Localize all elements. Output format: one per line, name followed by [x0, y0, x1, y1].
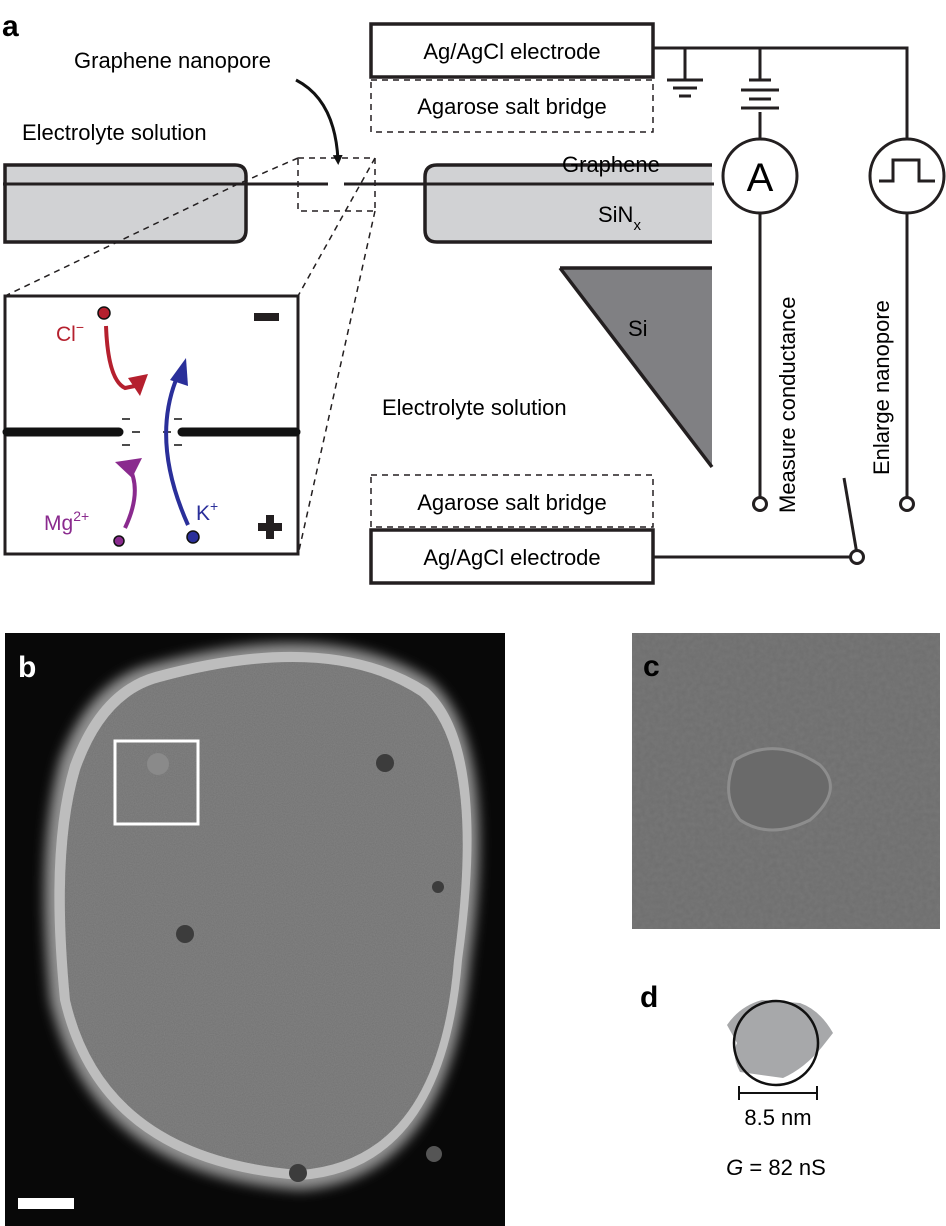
label-top-salt-bridge: Agarose salt bridge [417, 94, 607, 119]
label-chloride: Cl− [56, 319, 84, 346]
bottom-salt-bridge-box [370, 474, 654, 528]
panel-b: b [5, 633, 505, 1226]
panel-label-c: c [643, 650, 660, 683]
magnesium-arrow-icon [115, 458, 142, 478]
label-si: Si [628, 316, 648, 341]
fitted-circle [732, 999, 820, 1087]
panel-d: d 8.5 nm G = 82 nS [640, 981, 833, 1180]
diameter-label: 8.5 nm [744, 1105, 811, 1130]
single-nanopore [727, 747, 832, 832]
potassium-ion-icon [186, 530, 200, 544]
measured-pore-shape [727, 1000, 833, 1078]
panel-label-d: d [640, 981, 658, 1014]
panel-label-b: b [18, 651, 36, 684]
nanopore-markers [147, 753, 444, 1182]
label-measure-conductance: Measure conductance [775, 297, 800, 513]
label-bottom-electrode: Ag/AgCl electrode [423, 545, 600, 570]
bottom-electrode-box [369, 528, 655, 585]
label-enlarge-nanopore: Enlarge nanopore [869, 300, 894, 475]
panel-c: c [632, 633, 940, 929]
inset-ion-transport [2, 294, 301, 556]
label-magnesium: Mg2+ [44, 508, 89, 535]
potassium-arrow-icon [170, 358, 188, 386]
label-top-electrode: Ag/AgCl electrode [423, 39, 600, 64]
label-potassium: K+ [196, 498, 218, 525]
ammeter-icon [721, 137, 799, 215]
conductance-label: G = 82 nS [726, 1155, 826, 1180]
panel-label-a: a [2, 10, 19, 43]
chloride-ion-icon [97, 306, 111, 320]
diameter-scale-icon [738, 1086, 818, 1100]
square-pulse-glyph-icon [879, 158, 935, 183]
sinx-left-block [3, 163, 248, 244]
pulse-generator-icon [868, 137, 946, 215]
ground-icon [667, 78, 703, 98]
top-salt-bridge-box [370, 79, 654, 133]
pore-arrow-icon [295, 78, 343, 165]
circuit-wiring [653, 46, 909, 559]
positive-polarity-icon [258, 515, 282, 539]
panel-a: a Graphene nanopore Electrolyte solution… [2, 10, 946, 585]
battery-icon [741, 78, 779, 110]
negative-polarity-icon [254, 313, 279, 321]
top-electrode-box [369, 22, 655, 79]
chloride-arrow-icon [128, 374, 148, 396]
switch-terminal-measure [752, 496, 768, 512]
label-bottom-salt-bridge: Agarose salt bridge [417, 490, 607, 515]
ammeter-label: A [747, 156, 774, 200]
label-electrolyte-bottom: Electrolyte solution [382, 395, 567, 420]
label-graphene-nanopore: Graphene nanopore [74, 48, 271, 73]
label-electrolyte-top: Electrolyte solution [22, 120, 207, 145]
switch-pivot [849, 549, 865, 565]
switch-terminal-enlarge [899, 496, 915, 512]
label-sinx: SiNx [598, 202, 641, 234]
magnesium-ion-icon [113, 535, 125, 547]
region-of-interest-box [113, 739, 200, 826]
scale-bar [18, 1198, 74, 1209]
label-graphene: Graphene [562, 152, 660, 177]
